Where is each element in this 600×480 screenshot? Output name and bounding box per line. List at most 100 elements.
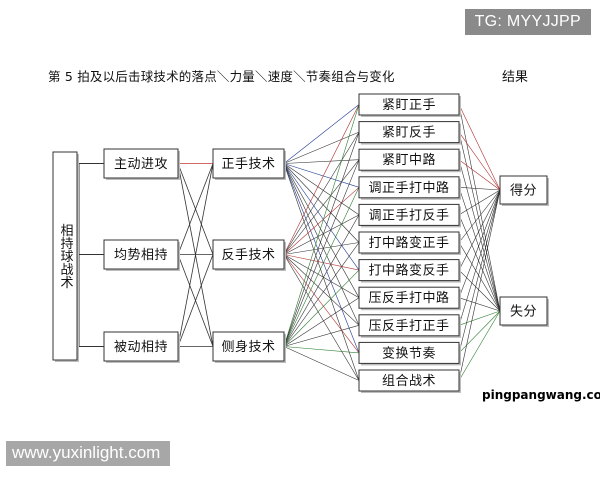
tactic-to-result-line [458, 189, 501, 353]
tactic-to-result-line [458, 132, 501, 312]
connection-lines [78, 104, 501, 381]
tactic-to-result-line [458, 310, 501, 354]
tactic-node: 调正手打反手 [358, 203, 461, 228]
technique-to-tactic-line [283, 159, 360, 164]
tactic-to-result-line [458, 159, 501, 191]
technique-to-tactic-line [283, 104, 360, 255]
situation-to-technique-line [177, 163, 214, 255]
tactic-to-result-line [458, 310, 501, 326]
tactic-node: 打中路变反手 [358, 259, 461, 283]
tactic-node: 压反手打正手 [358, 314, 461, 338]
technique-to-tactic-line [283, 346, 360, 381]
tactic-to-result-line [458, 187, 501, 312]
root-node-label: 相持球战术 [58, 224, 74, 289]
tactic-to-result-line [458, 104, 501, 312]
technique-to-tactic-line [283, 163, 360, 326]
technique-to-tactic-line [283, 159, 360, 255]
tactic-node-label: 组合战术 [382, 374, 436, 389]
tactic-to-result-line [458, 131, 501, 191]
technique-to-tactic-line [283, 254, 360, 354]
tactic-to-result-line [458, 310, 501, 381]
tactic-to-result-line [458, 242, 501, 312]
technique-to-tactic-line [283, 187, 360, 347]
tactic-node: 紧盯反手 [358, 121, 461, 145]
root-node: 相持球战术 [52, 151, 79, 362]
tactic-to-result-line [458, 189, 501, 381]
technique-node-label: 反手技术 [221, 248, 275, 263]
tactic-node-label: 打中路变反手 [368, 263, 449, 279]
tactic-node: 调正手打中路 [358, 176, 461, 200]
tactic-node-label: 变换节奏 [382, 345, 436, 361]
technique-to-tactic-line [283, 325, 360, 347]
tactic-to-result-line [458, 214, 501, 312]
technique-to-tactic-line [283, 346, 360, 354]
tactic-node-label: 紧盯中路 [382, 152, 436, 168]
technique-to-tactic-line [283, 163, 360, 216]
situation-node: 被动相持 [103, 331, 180, 363]
tactic-node: 变换节奏 [358, 341, 461, 366]
technique-to-tactic-line [283, 254, 360, 298]
technique-to-tactic-line [283, 163, 360, 298]
situation-node-label: 均势相持 [114, 247, 168, 263]
tactic-to-result-line [458, 269, 501, 312]
technique-node: 正手技术 [212, 148, 286, 180]
tactic-node: 紧盯中路 [358, 148, 461, 173]
tactic-node-label: 压反手打正手 [368, 319, 449, 334]
technique-to-tactic-line [283, 242, 360, 347]
tactic-to-result-line [458, 159, 501, 312]
tactic-node-label: 紧盯正手 [382, 98, 436, 113]
technique-to-tactic-line [283, 131, 360, 164]
tactic-to-result-line [458, 104, 501, 191]
tactic-node-label: 打中路变正手 [368, 235, 449, 251]
situation-node: 主动进攻 [103, 148, 180, 180]
technique-to-tactic-line [283, 187, 360, 255]
situation-node-label: 主动进攻 [114, 157, 168, 172]
technique-to-tactic-line [283, 297, 360, 347]
technique-to-tactic-line [283, 254, 360, 271]
technique-to-tactic-line [283, 254, 360, 381]
technique-node-label: 侧身技术 [221, 339, 275, 355]
situation-node: 均势相持 [103, 239, 180, 271]
technique-to-tactic-line [283, 104, 360, 347]
technique-to-tactic-line [283, 163, 360, 381]
tactic-node-label: 紧盯反手 [382, 126, 436, 141]
technique-to-tactic-line [283, 104, 360, 164]
diagram-title: 第 5 拍及以后击球技术的落点＼力量＼速度＼节奏组合与变化 [48, 69, 395, 84]
telegram-watermark: TG: MYYJJPP [464, 9, 591, 35]
technique-to-tactic-line [283, 132, 360, 347]
technique-to-tactic-line [283, 131, 360, 255]
results-header: 结果 [502, 70, 529, 85]
technique-node: 反手技术 [212, 239, 286, 271]
tactic-to-result-line [458, 189, 501, 243]
tactic-node: 压反手打中路 [358, 286, 461, 311]
tactic-to-result-line [458, 189, 501, 216]
pingpangwang-watermark: pingpangwang.com [482, 388, 600, 402]
technique-to-tactic-line [283, 214, 360, 347]
tactic-to-result-line [458, 189, 501, 271]
site-watermark: www.yuxinlight.com [6, 441, 171, 466]
tactic-node: 打中路变正手 [358, 231, 461, 255]
tactic-node: 紧盯正手 [358, 93, 461, 117]
result-node-label: 失分 [510, 305, 537, 320]
technique-to-tactic-line [283, 159, 360, 347]
situation-node-label: 被动相持 [114, 340, 168, 355]
tactic-to-result-line [458, 189, 501, 298]
situation-to-technique-line [177, 163, 214, 347]
tactic-node: 组合战术 [358, 369, 461, 393]
technique-to-tactic-line [283, 242, 360, 255]
result-node: 失分 [499, 296, 549, 327]
tactic-to-result-line [458, 187, 501, 191]
technique-to-tactic-line [283, 163, 360, 243]
technique-to-tactic-line [283, 163, 360, 271]
technique-to-tactic-line [283, 163, 360, 188]
tactic-node-label: 调正手打反手 [368, 208, 449, 223]
result-node-label: 得分 [510, 183, 537, 199]
technique-to-tactic-line [283, 269, 360, 347]
tactic-node-label: 压反手打中路 [368, 290, 449, 306]
situation-to-technique-line [177, 254, 214, 347]
result-node: 得分 [499, 175, 549, 206]
technique-to-tactic-line [283, 254, 360, 326]
tactic-node-label: 调正手打中路 [368, 180, 449, 196]
